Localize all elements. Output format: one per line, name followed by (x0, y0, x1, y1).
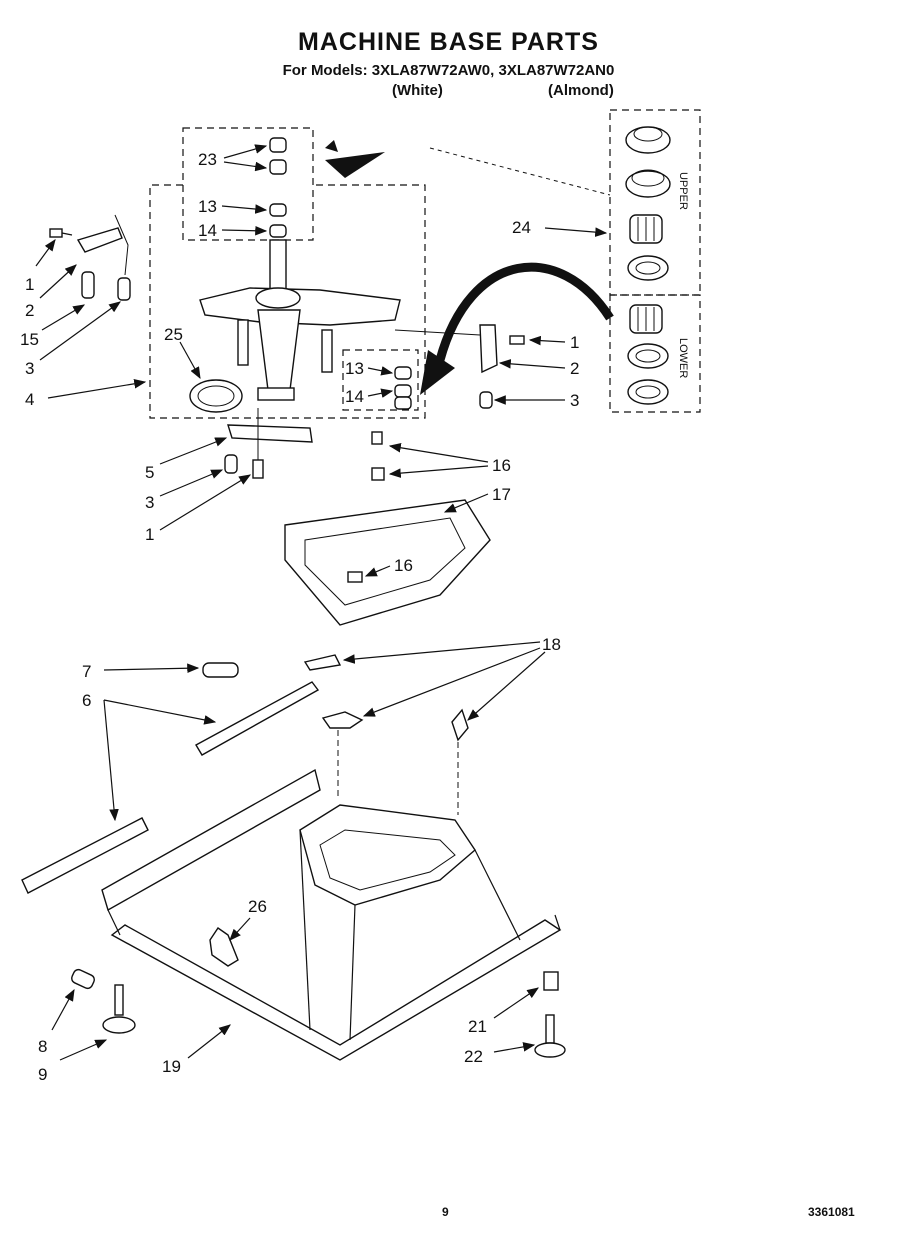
callout-6: 6 (82, 691, 91, 710)
kit-upper-label: UPPER (677, 172, 689, 210)
clip-part-26 (209, 927, 239, 967)
gearcase-group-box (149, 184, 426, 419)
tub-ring-part-17 (284, 431, 491, 626)
callout-14-lower: 14 (345, 387, 364, 406)
bar-part-6-upper (195, 681, 320, 756)
bushing-group-box (182, 127, 314, 241)
upper-kit-parts (625, 126, 671, 281)
ring-part-25 (189, 379, 243, 413)
callout-1-right: 1 (570, 333, 579, 352)
models-line: For Models: 3XLA87W72AW0, 3XLA87W72AN0 (282, 62, 615, 79)
page-title: MACHINE BASE PARTS (298, 28, 599, 56)
callout-25: 25 (164, 325, 183, 344)
callout-15: 15 (20, 330, 39, 349)
bar-part-6-lower (21, 817, 149, 894)
callout-13-lower: 13 (345, 359, 364, 378)
color-almond-label: (Almond) (548, 82, 614, 99)
lower-bracket-parts (224, 408, 313, 479)
kit-lower-label: LOWER (677, 338, 689, 378)
callout-7: 7 (82, 662, 91, 681)
left-bracket-parts (49, 214, 131, 301)
callout-13-upper: 13 (198, 197, 217, 216)
document-code: 3361081 (808, 1205, 855, 1219)
bushing-group-box-lower (342, 349, 419, 411)
kit-lower-box (609, 294, 701, 413)
callout-17: 17 (492, 485, 511, 504)
callout-16-upper: 16 (492, 456, 511, 475)
callout-8: 8 (38, 1037, 47, 1056)
callout-14-upper: 14 (198, 221, 217, 240)
callout-1-lower: 1 (145, 525, 154, 544)
front-left-foot (71, 968, 136, 1034)
pad-part-18a (303, 654, 342, 671)
lower-kit-parts (627, 304, 669, 405)
callout-3-right: 3 (570, 391, 579, 410)
callout-1-left: 1 (25, 275, 34, 294)
pointer-arrow-curved (435, 262, 614, 362)
spring-part-7 (202, 662, 239, 678)
leader-lines (35, 144, 608, 1061)
callout-21: 21 (468, 1017, 487, 1036)
upper-bushings (269, 137, 287, 238)
callout-19: 19 (162, 1057, 181, 1076)
callout-2-right: 2 (570, 359, 579, 378)
gearcase-assembly (199, 239, 481, 401)
callout-2-left: 2 (25, 301, 34, 320)
callout-22: 22 (464, 1047, 483, 1066)
machine-base-part-19 (101, 768, 562, 1061)
callout-3-left: 3 (25, 359, 34, 378)
callout-24: 24 (512, 218, 531, 237)
pointer-arrow-upper (325, 152, 385, 178)
front-right-foot (534, 971, 566, 1058)
callout-5: 5 (145, 463, 154, 482)
callout-16-lower: 16 (394, 556, 413, 575)
color-white-label: (White) (392, 82, 443, 99)
page-number: 9 (442, 1205, 449, 1219)
pad-part-18b (321, 711, 364, 729)
callout-18: 18 (542, 635, 561, 654)
callout-3-lower: 3 (145, 493, 154, 512)
pad-part-18c (451, 708, 469, 742)
bushing-lower-13 (394, 366, 412, 380)
right-bracket-parts (479, 324, 525, 409)
callout-4: 4 (25, 390, 34, 409)
kit-upper-box (609, 109, 701, 296)
callout-23: 23 (198, 150, 217, 169)
bushing-lower-14 (394, 384, 412, 398)
callout-9: 9 (38, 1065, 47, 1084)
callout-26: 26 (248, 897, 267, 916)
